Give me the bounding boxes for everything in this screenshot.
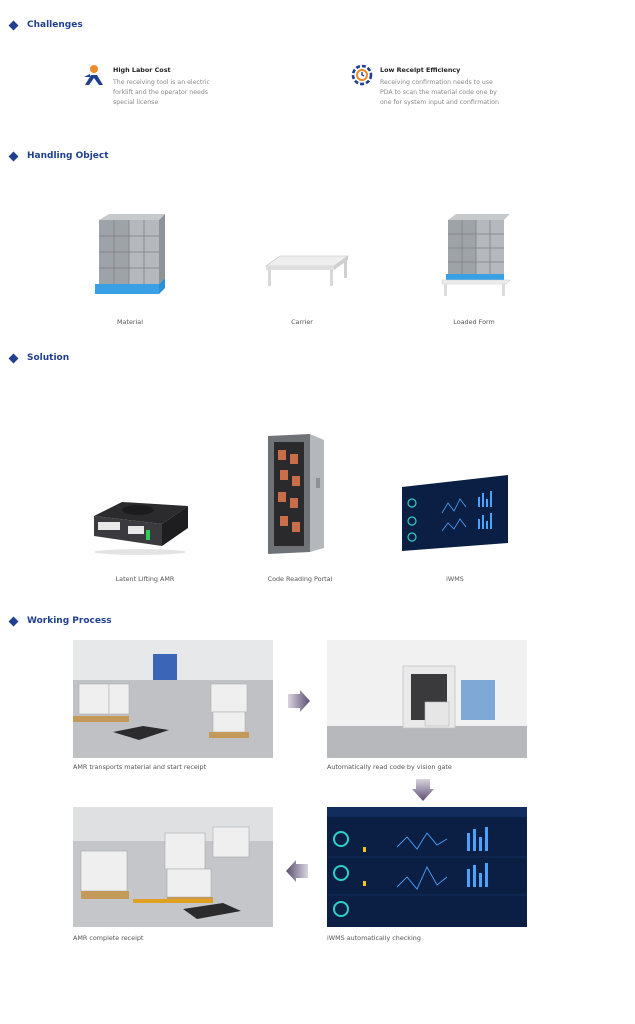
section-title: Working Process xyxy=(27,616,112,626)
loaded-form-image xyxy=(440,212,512,296)
material-image xyxy=(95,212,165,296)
section-title: Challenges xyxy=(27,20,83,30)
handling-caption: Carrier xyxy=(291,318,313,326)
handling-caption: Material xyxy=(117,318,143,326)
challenge-desc-line: forklift and the operator needs xyxy=(113,89,208,96)
section-header-challenges: Challenges xyxy=(8,20,83,30)
diamond-bullet-icon xyxy=(8,151,19,161)
solution-caption: Code Reading Portal xyxy=(267,575,333,583)
process-photo-iwms-dashboard xyxy=(327,807,527,927)
handling-caption: Loaded Form xyxy=(453,318,495,326)
gear-clock-icon xyxy=(350,63,374,87)
process-caption: iWMS automatically checking xyxy=(327,934,421,942)
diamond-bullet-icon xyxy=(8,20,19,30)
solution-caption: Latent Lifting AMR xyxy=(115,575,175,583)
process-photo-vision-gate xyxy=(327,640,527,758)
challenge-desc-line: PDA to scan the material code one by xyxy=(380,89,497,96)
challenge-description: Receiving confirmation needs to use PDA … xyxy=(380,78,530,108)
section-header-working-process: Working Process xyxy=(8,616,112,626)
carrier-image xyxy=(260,252,350,292)
iwms-screen-image xyxy=(400,473,510,553)
challenge-desc-line: Receiving confirmation needs to use xyxy=(380,79,493,86)
worker-icon xyxy=(82,64,106,86)
arrow-right-icon xyxy=(288,690,310,712)
challenge-title: High Labor Cost xyxy=(113,66,171,74)
section-title: Handling Object xyxy=(27,151,109,161)
arrow-left-icon xyxy=(286,860,308,882)
amr-robot-image xyxy=(88,494,190,556)
challenge-title: Low Receipt Efficiency xyxy=(380,66,461,74)
process-photo-amr-transport xyxy=(73,640,273,758)
challenge-desc-line: special license xyxy=(113,99,159,106)
section-header-solution: Solution xyxy=(8,353,70,363)
section-header-handling-object: Handling Object xyxy=(8,151,109,161)
diamond-bullet-icon xyxy=(8,616,19,626)
process-caption: AMR transports material and start receip… xyxy=(73,763,207,771)
challenge-description: The receiving tool is an electric forkli… xyxy=(113,78,243,108)
process-caption: Automatically read code by vision gate xyxy=(327,763,452,771)
process-caption: AMR complete receipt xyxy=(73,934,144,942)
diamond-bullet-icon xyxy=(8,353,19,363)
solution-caption: iWMS xyxy=(446,575,464,583)
arrow-down-icon xyxy=(412,779,434,801)
section-title: Solution xyxy=(27,353,70,363)
process-photo-amr-complete xyxy=(73,807,273,927)
code-reading-portal-image xyxy=(266,432,328,556)
challenge-desc-line: The receiving tool is an electric xyxy=(113,79,210,86)
challenge-desc-line: one for system input and confirmation xyxy=(380,99,499,106)
